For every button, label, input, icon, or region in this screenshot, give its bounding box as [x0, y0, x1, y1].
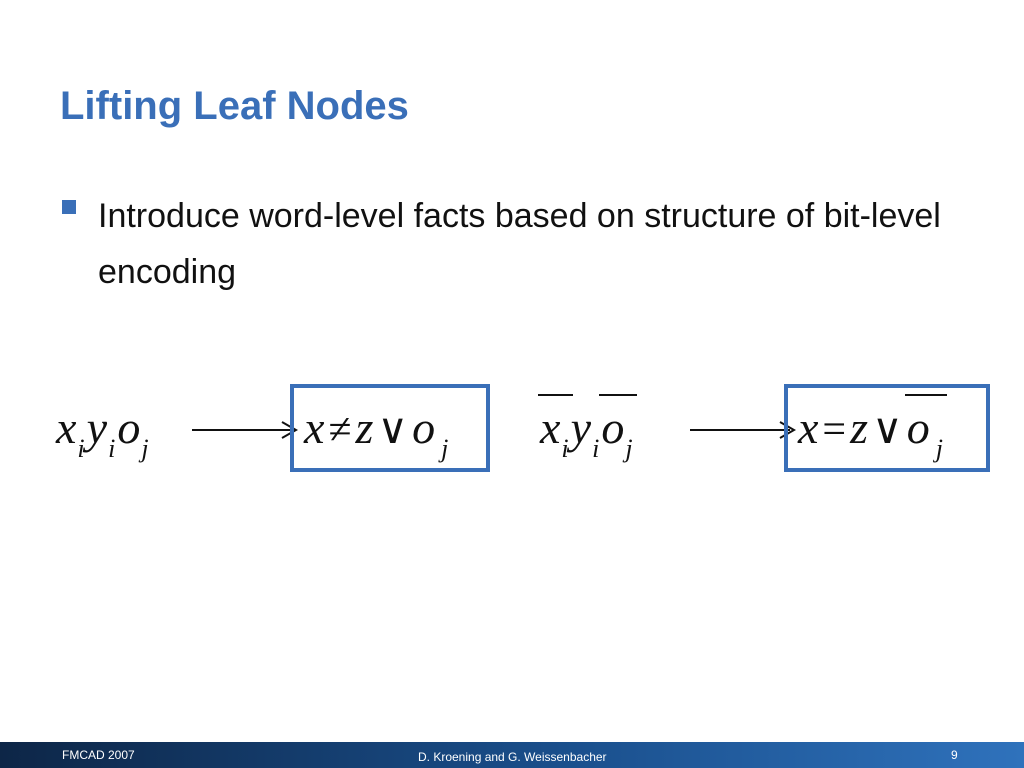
- var-z: z: [850, 402, 869, 453]
- var-x: x: [304, 402, 325, 453]
- bullet-item: Introduce word-level facts based on stru…: [62, 188, 982, 300]
- sub-i: i: [77, 434, 85, 463]
- var-o: o: [117, 402, 141, 453]
- page-number: 9: [951, 748, 958, 762]
- bullet-text: Introduce word-level facts based on stru…: [98, 197, 941, 291]
- footer-conference: FMCAD 2007: [62, 748, 135, 762]
- sub-i: i: [108, 434, 116, 463]
- right-antecedent: xiyioj: [538, 394, 637, 463]
- slide-title: Lifting Leaf Nodes: [60, 84, 409, 128]
- not-equal-symbol: ≠: [328, 407, 352, 453]
- var-o: o: [412, 402, 436, 453]
- sub-j: j: [141, 434, 149, 463]
- footer-authors: D. Kroening and G. Weissenbacher: [418, 750, 607, 764]
- bullet-list: Introduce word-level facts based on stru…: [62, 188, 982, 300]
- implication-arrow-icon: [690, 421, 797, 439]
- var-o: o: [601, 402, 625, 453]
- footer-bar: FMCAD 2007 D. Kroening and G. Weissenbac…: [0, 742, 1024, 768]
- left-antecedent: xiyioj: [56, 398, 151, 463]
- sub-j: j: [441, 434, 449, 463]
- var-x: x: [540, 402, 561, 453]
- sub-i: i: [561, 434, 569, 463]
- var-o: o: [906, 402, 930, 453]
- var-z: z: [355, 402, 374, 453]
- square-bullet-icon: [62, 200, 76, 214]
- equal-symbol: =: [822, 407, 847, 453]
- sub-j: j: [935, 434, 943, 463]
- implication-arrow-icon: [192, 421, 299, 439]
- sub-j: j: [625, 434, 633, 463]
- var-x: x: [56, 402, 77, 453]
- negated-term: xi: [538, 394, 573, 463]
- var-y: y: [570, 402, 592, 453]
- var-x: x: [798, 402, 819, 453]
- or-symbol: ∨: [377, 407, 409, 453]
- var-y: y: [86, 402, 108, 453]
- sub-i: i: [592, 434, 600, 463]
- or-symbol: ∨: [872, 407, 903, 453]
- negated-term: oj: [599, 394, 637, 463]
